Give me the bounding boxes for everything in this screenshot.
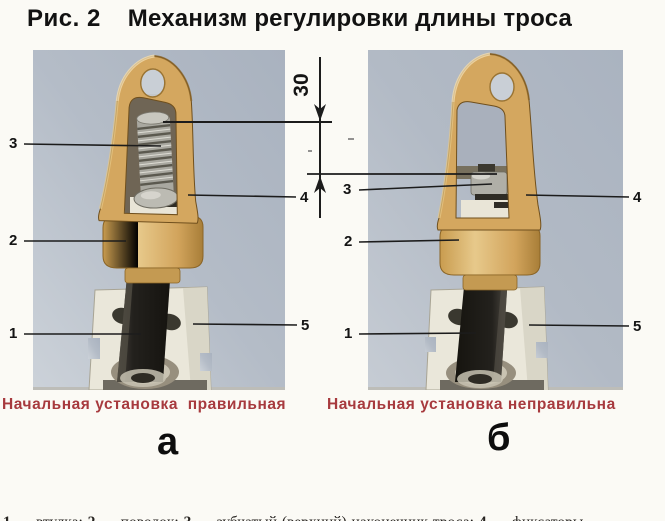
legend: 1 — втулка; 2 — поводок; 3 — зубчатый (в… <box>3 468 658 521</box>
callout-right-4: 4 <box>633 189 642 206</box>
driver-collar <box>102 215 204 284</box>
figure-title: Механизм регулировки длины троса <box>127 5 573 32</box>
dimension-arrows <box>314 104 326 193</box>
callout-left-1: 1 <box>9 325 18 342</box>
clevis-window-content <box>125 94 181 216</box>
callout-right-1: 1 <box>344 325 353 342</box>
scan-specks <box>308 138 354 152</box>
panel-letter-b: б <box>487 417 511 459</box>
cable-end-clevis <box>98 54 199 224</box>
driver-collar <box>439 224 541 291</box>
photo-incorrect-installation <box>368 50 623 390</box>
legend-line-1: 1 — втулка; 2 — поводок; 3 — зубчатый (в… <box>3 512 658 521</box>
photo-correct-svg <box>33 50 285 390</box>
callout-left-3: 3 <box>9 135 18 152</box>
callout-left-5: 5 <box>301 317 310 334</box>
cable-rod <box>455 276 508 382</box>
callout-left-4: 4 <box>300 189 309 206</box>
threaded-cable-tip <box>133 111 179 209</box>
callout-right-2: 2 <box>344 233 353 250</box>
figure-title-row: Рис. 2 Механизм регулировки длины троса <box>27 5 572 33</box>
callout-right-5: 5 <box>633 318 642 335</box>
caption-incorrect: Начальная установка неправильна <box>327 396 616 413</box>
photo-correct-installation <box>33 50 285 390</box>
caption-correct: Начальная установка правильная <box>2 396 287 413</box>
photo-incorrect-svg <box>368 50 623 390</box>
panel-letter-a: а <box>157 421 179 463</box>
callout-right-3: 3 <box>343 181 352 198</box>
cable-end-clevis <box>436 52 542 231</box>
dimension-value-30: 30 <box>290 73 313 97</box>
figure-number: Рис. 2 <box>27 5 101 32</box>
callout-left-2: 2 <box>9 232 18 249</box>
